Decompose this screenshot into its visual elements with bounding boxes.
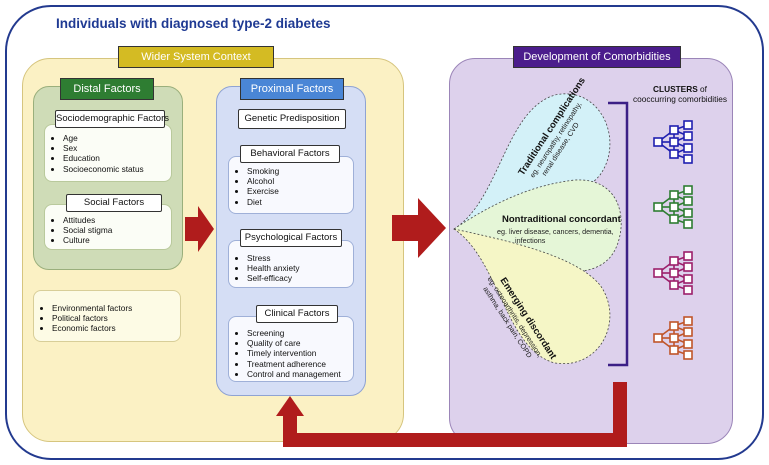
cluster-node (683, 316, 693, 326)
list-item: Political factors (52, 313, 180, 323)
list-item: Diet (247, 197, 353, 207)
nontraditional-title: Nontraditional concordant (502, 214, 622, 225)
psychological-factors-label: Psychological Factors (240, 229, 342, 247)
diagram-title: Individuals with diagnosed type-2 diabet… (56, 16, 331, 31)
cluster-node (653, 333, 663, 343)
cluster-node (683, 196, 693, 206)
proximal-to-comorbidities-arrow (392, 198, 446, 258)
feedback-loop-arrow (283, 382, 627, 447)
cluster-node (683, 219, 693, 229)
petal-emerging (453, 228, 611, 365)
cluster-node (683, 350, 693, 360)
list-item: Self-efficacy (247, 273, 353, 283)
cluster-node (653, 137, 663, 147)
list-item: Quality of care (247, 338, 353, 348)
distal-to-proximal-arrow (185, 206, 214, 252)
cluster-node (653, 268, 663, 278)
clusters-of: of (697, 84, 707, 94)
cluster-node (669, 268, 679, 278)
proximal-factors-header: Proximal Factors (240, 78, 344, 100)
list-item: Exercise (247, 186, 353, 196)
cluster-node (683, 262, 693, 272)
genetic-predisposition-label: Genetic Predisposition (238, 109, 346, 129)
distal-factors-header: Distal Factors (60, 78, 154, 100)
cluster-node (683, 339, 693, 349)
list-item: Economic factors (52, 323, 180, 333)
list-item: Timely intervention (247, 348, 353, 358)
cluster-icon-4 (653, 316, 693, 360)
sociodemographic-list: Age Sex Education Socioeconomic status (45, 125, 171, 174)
cluster-node (669, 214, 679, 224)
cluster-node (669, 190, 679, 200)
cluster-node (669, 202, 679, 212)
cluster-node (653, 202, 663, 212)
psychological-list-box: Stress Health anxiety Self-efficacy (228, 240, 354, 288)
cluster-node (669, 256, 679, 266)
nontraditional-line1: eg. liver disease, cancers, dementia, (497, 227, 614, 236)
cluster-node (683, 208, 693, 218)
psychological-list: Stress Health anxiety Self-efficacy (229, 241, 353, 284)
wider-system-context-header: Wider System Context (118, 46, 274, 68)
list-item: Smoking (247, 166, 353, 176)
clinical-list-box: Screening Quality of care Timely interve… (228, 316, 354, 382)
clusters-bracket (608, 101, 629, 367)
cluster-icons (653, 120, 693, 360)
cluster-node (669, 125, 679, 135)
clusters-bold: CLUSTERS (653, 84, 698, 94)
nontraditional-line2: infections (515, 236, 546, 245)
list-item: Screening (247, 328, 353, 338)
feedback-arrowhead (276, 396, 304, 416)
clinical-list: Screening Quality of care Timely interve… (229, 317, 353, 379)
cluster-node (683, 251, 693, 261)
cluster-icon-1 (653, 120, 693, 164)
cluster-node (669, 321, 679, 331)
clinical-factors-label: Clinical Factors (256, 305, 338, 323)
list-item: Attitudes (63, 215, 171, 225)
sociodemographic-list-box: Age Sex Education Socioeconomic status (44, 124, 172, 182)
cluster-node (683, 120, 693, 130)
cluster-node (669, 333, 679, 343)
cluster-node (683, 327, 693, 337)
social-list: Attitudes Social stigma Culture (45, 205, 171, 246)
cluster-node (669, 280, 679, 290)
behavioral-list: Smoking Alcohol Exercise Diet (229, 157, 353, 207)
cluster-node (669, 149, 679, 159)
cluster-node (669, 345, 679, 355)
list-item: Environmental factors (52, 303, 180, 313)
list-item: Sex (63, 143, 171, 153)
environmental-factors-box: Environmental factors Political factors … (33, 290, 181, 342)
behavioral-factors-label: Behavioral Factors (240, 145, 340, 163)
list-item: Culture (63, 235, 171, 245)
list-item: Social stigma (63, 225, 171, 235)
cluster-node (683, 274, 693, 284)
clusters-caption: CLUSTERS of cooccurring comorbidities (630, 84, 730, 104)
behavioral-list-box: Smoking Alcohol Exercise Diet (228, 156, 354, 214)
social-factors-label: Social Factors (66, 194, 162, 212)
environmental-list: Environmental factors Political factors … (34, 291, 180, 334)
list-item: Stress (247, 253, 353, 263)
cluster-icon-3 (653, 251, 693, 295)
clusters-line2: cooccurring comorbidities (632, 94, 728, 104)
list-item: Control and management (247, 369, 353, 379)
cluster-node (683, 185, 693, 195)
list-item: Age (63, 133, 171, 143)
list-item: Alcohol (247, 176, 353, 186)
development-of-comorbidities-header: Development of Comorbidities (513, 46, 681, 68)
cluster-node (683, 131, 693, 141)
list-item: Health anxiety (247, 263, 353, 273)
cluster-node (683, 154, 693, 164)
cluster-node (669, 137, 679, 147)
social-list-box: Attitudes Social stigma Culture (44, 204, 172, 250)
list-item: Education (63, 153, 171, 163)
cluster-node (683, 143, 693, 153)
list-item: Treatment adherence (247, 359, 353, 369)
cluster-icon-2 (653, 185, 693, 229)
sociodemographic-factors-label: Sociodemographic Factors (55, 110, 169, 128)
cluster-node (683, 285, 693, 295)
list-item: Socioeconomic status (63, 164, 171, 174)
